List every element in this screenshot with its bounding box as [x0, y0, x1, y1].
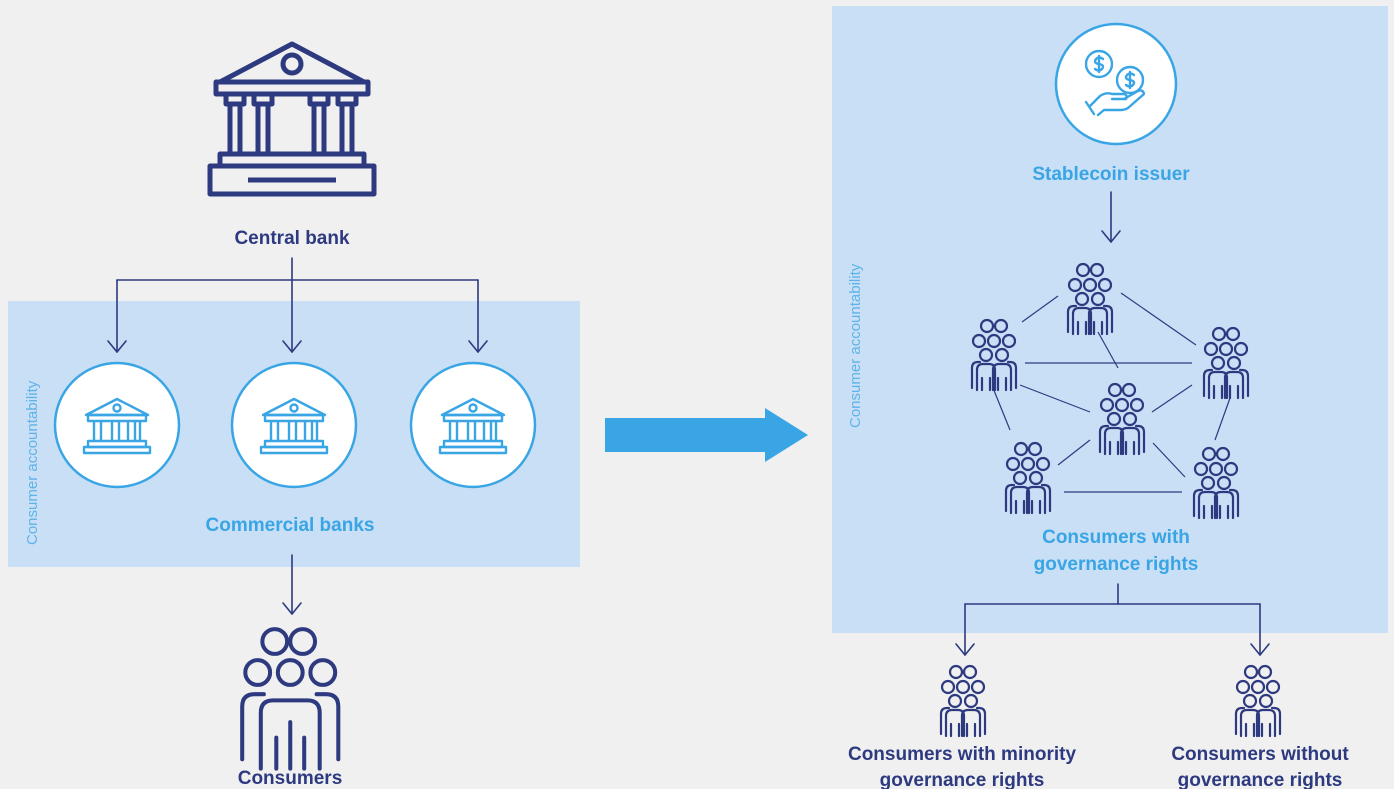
central-bank-label: Central bank [234, 228, 350, 249]
left-panel-side-label: Consumer accountability [24, 380, 41, 545]
commercial-banks-label: Commercial banks [206, 515, 375, 536]
commercial-bank-3-icon [409, 361, 537, 489]
stablecoin-issuer-label: Stablecoin issuer [1032, 164, 1190, 185]
central-bank-icon [207, 41, 377, 197]
without-governance-consumers-icon [1234, 664, 1282, 738]
without-label-line2: governance rights [1178, 770, 1343, 789]
governance-split-arrows [955, 583, 1270, 656]
consumer-network-links [992, 292, 1231, 493]
governance-label-line2: governance rights [1034, 554, 1199, 575]
issuer-to-network-arrow [1101, 191, 1121, 243]
consumers-icon [240, 627, 341, 771]
right-panel-side-label: Consumer accountability [847, 263, 864, 428]
without-label-line1: Consumers without [1171, 744, 1349, 765]
minority-label-line1: Consumers with minority [848, 744, 1076, 765]
minority-label-line2: governance rights [880, 770, 1045, 789]
banks-to-consumers-arrow [282, 554, 302, 615]
minority-consumers-icon [939, 664, 987, 738]
commercial-bank-1-icon [53, 361, 181, 489]
consumers-label: Consumers [238, 768, 343, 789]
commercial-bank-2-icon [230, 361, 358, 489]
right-arrow-icon [605, 408, 808, 462]
stablecoin-issuer-icon [1054, 22, 1178, 146]
central-bank-distribution-arrows [107, 257, 488, 353]
governance-label-line1: Consumers with [1042, 527, 1190, 548]
